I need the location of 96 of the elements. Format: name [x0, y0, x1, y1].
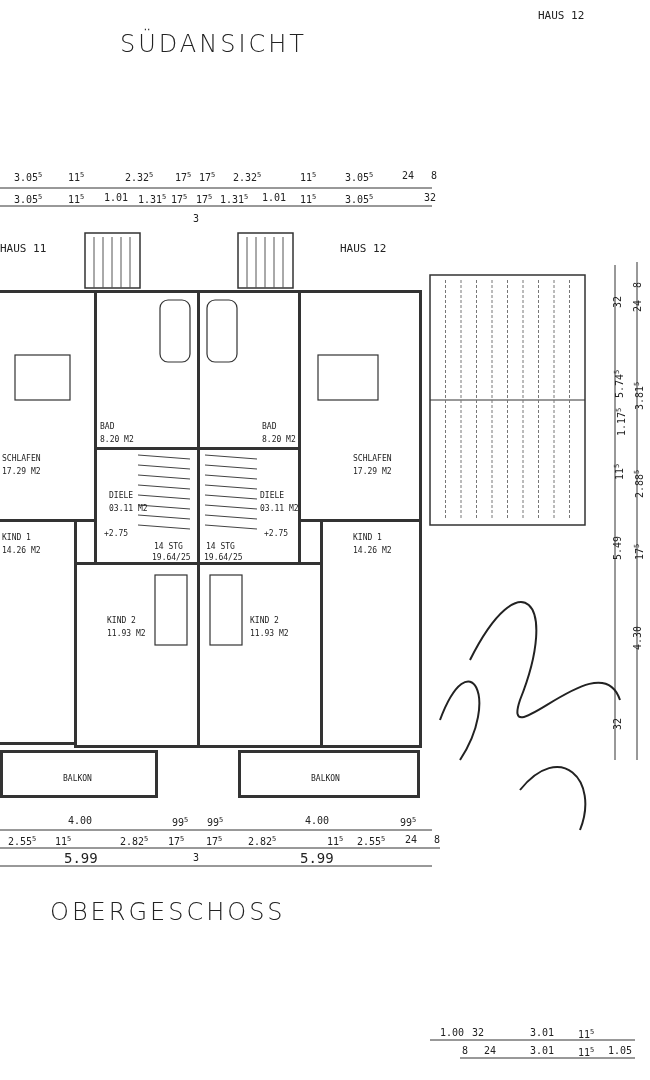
dimension-label: 3 — [193, 852, 200, 863]
room — [0, 290, 97, 522]
level-label: +2.75 — [104, 528, 129, 539]
heading: OBERGESCHOSS — [50, 898, 286, 926]
room — [0, 750, 158, 798]
dimension-label: 1.31$^{5}$ — [220, 192, 249, 206]
room-area: 03.11 M2 — [260, 503, 299, 514]
dimension-label: 3.05$^{5}$ — [14, 170, 43, 184]
dimension-label: 4.00 — [305, 815, 330, 826]
dimension-label: 8 — [434, 834, 441, 845]
dimension-label: 3.01 — [530, 1027, 555, 1038]
room-name: KIND 2 — [250, 615, 279, 626]
room-name: BAD — [100, 421, 115, 432]
dimension-label: 32 — [472, 1027, 485, 1038]
dimension-label: 1.01 — [262, 192, 287, 203]
room-area: 03.11 M2 — [109, 503, 148, 514]
level-label: 14 STG — [206, 541, 235, 552]
dimension-label: 99$^{5}$ — [207, 815, 224, 829]
dimension-label: 8 — [462, 1045, 469, 1056]
dimension-label: 1.01 — [104, 192, 129, 203]
room — [74, 562, 200, 748]
dimension-label: 3.05$^{5}$ — [345, 170, 374, 184]
room-name: DIELE — [260, 490, 285, 501]
dimension-label: 17$^{5}$ — [196, 192, 213, 206]
house-label: HAUS 12 — [340, 243, 387, 254]
house-label: HAUS 11 — [0, 243, 47, 254]
dimension-label: 11$^{5}$ — [300, 170, 317, 184]
room — [0, 519, 77, 745]
dimension-label: 5.49 — [612, 535, 623, 560]
dimension-label: 4.00 — [68, 815, 93, 826]
room-name: BAD — [262, 421, 277, 432]
dimension-label: 1.05 — [608, 1045, 633, 1056]
dimension-label: 32 — [424, 192, 437, 203]
dimension-label: 3.05$^{5}$ — [14, 192, 43, 206]
room — [238, 750, 420, 798]
room — [298, 290, 422, 522]
dimension-label: 24 — [484, 1045, 497, 1056]
room-name: DIELE — [109, 490, 134, 501]
heading: SÜDANSICHT — [120, 30, 307, 58]
dimension-label: 3.01 — [530, 1045, 555, 1056]
dimension-label: 2.32$^{5}$ — [233, 170, 262, 184]
room-area: 8.20 M2 — [100, 434, 134, 445]
dimension-label: 1.00 — [440, 1027, 465, 1038]
dimension-label: 17$^{5}$ — [175, 170, 192, 184]
dimension-label: 8 — [632, 281, 643, 288]
room-name: KIND 1 — [353, 532, 382, 543]
dimension-label: 17$^{5}$ — [171, 192, 188, 206]
dimension-label: 17$^{5}$ — [206, 834, 223, 848]
dimension-label: 11$^{5}$ — [578, 1045, 595, 1059]
dimension-label: 2.82$^{5}$ — [120, 834, 149, 848]
dimension-label: 32 — [612, 295, 623, 308]
dimension-label: 5.99 — [300, 850, 334, 866]
dimension-label: 11$^{5}$ — [55, 834, 72, 848]
room-area: 17.29 M2 — [353, 466, 392, 477]
dimension-label: 2.55$^{5}$ — [8, 834, 37, 848]
dimension-label: 11$^{5}$ — [68, 170, 85, 184]
level-label: +2.75 — [264, 528, 289, 539]
dimension-label: 8 — [431, 170, 438, 181]
dimension-label: 11$^{5}$ — [578, 1027, 595, 1041]
room-name: BALKON — [311, 773, 340, 784]
dimension-label: 1.31$^{5}$ — [138, 192, 167, 206]
house-label: HAUS 12 — [538, 10, 585, 21]
dimension-label: 2.55$^{5}$ — [357, 834, 386, 848]
room-area: 8.20 M2 — [262, 434, 296, 445]
dimension-label: 2.82$^{5}$ — [248, 834, 277, 848]
dimension-label: 24 — [632, 299, 643, 312]
dimension-label: 2.32$^{5}$ — [125, 170, 154, 184]
dimension-label: 17$^{5}$ — [199, 170, 216, 184]
dimension-label: 11$^{5}$ — [300, 192, 317, 206]
level-label: 19.64/25 — [152, 552, 191, 563]
room-name: KIND 1 — [2, 532, 31, 543]
room-area: 11.93 M2 — [250, 628, 289, 639]
dimension-label: 3 — [193, 213, 200, 224]
room-area: 14.26 M2 — [2, 545, 41, 556]
room-name: SCHLAFEN — [2, 453, 41, 464]
room-area: 11.93 M2 — [107, 628, 146, 639]
dimension-label: 17$^{5}$ — [168, 834, 185, 848]
dimension-label: 24 — [405, 834, 418, 845]
dimension-label: 99$^{5}$ — [400, 815, 417, 829]
dimension-label: 24 — [402, 170, 415, 181]
room-name: KIND 2 — [107, 615, 136, 626]
dimension-label: 99$^{5}$ — [172, 815, 189, 829]
room — [320, 519, 422, 748]
dimension-label: 32 — [612, 717, 623, 730]
room-name: BALKON — [63, 773, 92, 784]
dimension-label: 11$^{5}$ — [327, 834, 344, 848]
level-label: 14 STG — [154, 541, 183, 552]
room-area: 14.26 M2 — [353, 545, 392, 556]
room-name: SCHLAFEN — [353, 453, 392, 464]
room-area: 17.29 M2 — [2, 466, 41, 477]
dimension-label: 4.30 — [632, 625, 643, 650]
dimension-label: 11$^{5}$ — [68, 192, 85, 206]
level-label: 19.64/25 — [204, 552, 243, 563]
dimension-label: 3.05$^{5}$ — [345, 192, 374, 206]
room — [197, 562, 323, 748]
dimension-label: 5.99 — [64, 850, 98, 866]
